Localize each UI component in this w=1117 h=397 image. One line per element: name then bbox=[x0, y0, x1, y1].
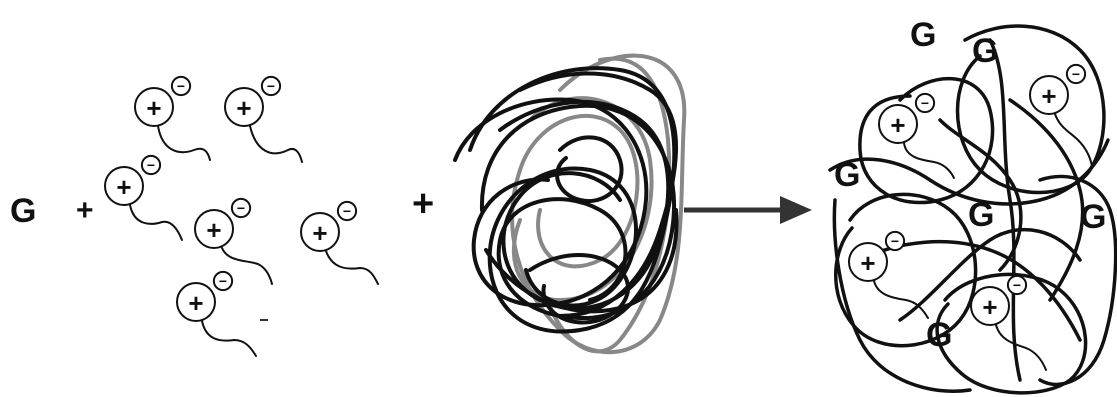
complex-coil-strand bbox=[898, 227, 1082, 322]
bound-guest-label: G bbox=[834, 156, 860, 194]
cation-head bbox=[970, 286, 1010, 326]
coil-strand bbox=[453, 97, 649, 308]
surfactant-tail bbox=[129, 204, 183, 241]
surfactant-tail bbox=[221, 247, 273, 285]
cation-charge: + bbox=[982, 292, 997, 322]
cation-charge: + bbox=[236, 93, 251, 123]
surfactant-icon: +− bbox=[848, 230, 929, 319]
complex-coil-strand bbox=[1038, 174, 1117, 387]
cation-head bbox=[176, 282, 216, 322]
anion-charge: − bbox=[147, 157, 155, 173]
plus-sign-2: + bbox=[412, 183, 434, 225]
anion-charge: − bbox=[1013, 277, 1021, 293]
surfactant-tail bbox=[157, 125, 211, 161]
cation-charge: + bbox=[1041, 81, 1056, 111]
coil-strand bbox=[518, 71, 678, 318]
plus-sign-1: + bbox=[76, 194, 94, 227]
reaction-arrow-icon bbox=[684, 196, 812, 224]
anion-head bbox=[1065, 63, 1087, 85]
anion-head bbox=[1006, 274, 1028, 296]
coil-strand bbox=[555, 135, 624, 204]
surfactant-icon: +− bbox=[970, 274, 1047, 371]
surfactant-icon: +− bbox=[224, 75, 303, 163]
anion-charge: − bbox=[267, 78, 275, 94]
anion-head bbox=[884, 230, 906, 252]
anion-head bbox=[914, 92, 936, 114]
surfactant-tail bbox=[325, 250, 379, 285]
surfactant-icon: +− bbox=[134, 75, 211, 161]
cation-head bbox=[300, 212, 340, 252]
anion-charge: − bbox=[1072, 66, 1080, 82]
anion-charge: − bbox=[177, 78, 185, 94]
cation-head bbox=[224, 87, 264, 127]
cation-head bbox=[878, 104, 918, 144]
surfactant-tail bbox=[1054, 113, 1093, 167]
coil-strand-light bbox=[511, 96, 654, 302]
surfactant-tail bbox=[903, 142, 955, 179]
anion-charge: − bbox=[921, 95, 929, 111]
complex-coil-strand bbox=[828, 138, 1110, 206]
anion-charge: − bbox=[343, 203, 351, 219]
coil-strand bbox=[479, 103, 677, 321]
cation-head bbox=[848, 242, 888, 282]
complex-coil-strand bbox=[938, 118, 1023, 272]
surfactant-tail bbox=[995, 324, 1047, 371]
cation-charge: + bbox=[206, 215, 221, 245]
anion-head bbox=[260, 75, 282, 97]
surfactant-icon: +− bbox=[300, 200, 379, 285]
anion-head bbox=[230, 197, 252, 219]
cation-charge: + bbox=[146, 93, 161, 123]
surfactant-tail bbox=[201, 320, 257, 357]
coil-strand bbox=[484, 208, 679, 314]
bound-guest-label: G bbox=[968, 196, 994, 234]
cation-charge: + bbox=[890, 110, 905, 140]
anion-charge: − bbox=[237, 200, 245, 216]
bound-guest-label: G bbox=[910, 16, 936, 54]
surfactant-icon: +− bbox=[878, 92, 955, 179]
anion-charge: − bbox=[219, 273, 227, 289]
surfactant-icon: +− bbox=[104, 154, 183, 241]
cation-head bbox=[104, 166, 144, 206]
surfactant-tail bbox=[249, 125, 303, 163]
anion-head bbox=[170, 75, 192, 97]
coil-strand bbox=[528, 253, 631, 325]
surfactant-icon: +− bbox=[194, 197, 273, 285]
anion-head bbox=[140, 154, 162, 176]
cation-charge: + bbox=[312, 218, 327, 248]
bound-guest-label: G bbox=[926, 316, 952, 354]
cation-head bbox=[1029, 75, 1069, 115]
free-surfactants-group: +−+−+−+−+−+− bbox=[104, 75, 379, 357]
complex-coil-strand bbox=[1008, 98, 1085, 302]
cation-head bbox=[134, 87, 174, 127]
coil-strand bbox=[468, 66, 677, 334]
complex-coil-strand bbox=[834, 192, 978, 348]
cation-head bbox=[194, 209, 234, 249]
bound-guest-label: G bbox=[1080, 198, 1106, 236]
surfactant-tail bbox=[873, 280, 929, 319]
surfactant-icon: +− bbox=[176, 270, 257, 357]
cation-charge: + bbox=[188, 288, 203, 318]
polymer-coil-icon bbox=[453, 53, 687, 355]
free-guest-label: G bbox=[10, 192, 36, 230]
cation-charge: + bbox=[116, 172, 131, 202]
anion-head bbox=[212, 270, 234, 292]
bound-guest-label: G bbox=[972, 32, 998, 70]
complex-coil-strand bbox=[988, 38, 1022, 382]
surfactant-icon: +− bbox=[1029, 63, 1093, 167]
complex-coil-strand bbox=[832, 198, 972, 393]
cation-charge: + bbox=[860, 248, 875, 278]
complex-coil-strand bbox=[858, 77, 995, 205]
anion-head bbox=[336, 200, 358, 222]
anion-charge: − bbox=[891, 233, 899, 249]
